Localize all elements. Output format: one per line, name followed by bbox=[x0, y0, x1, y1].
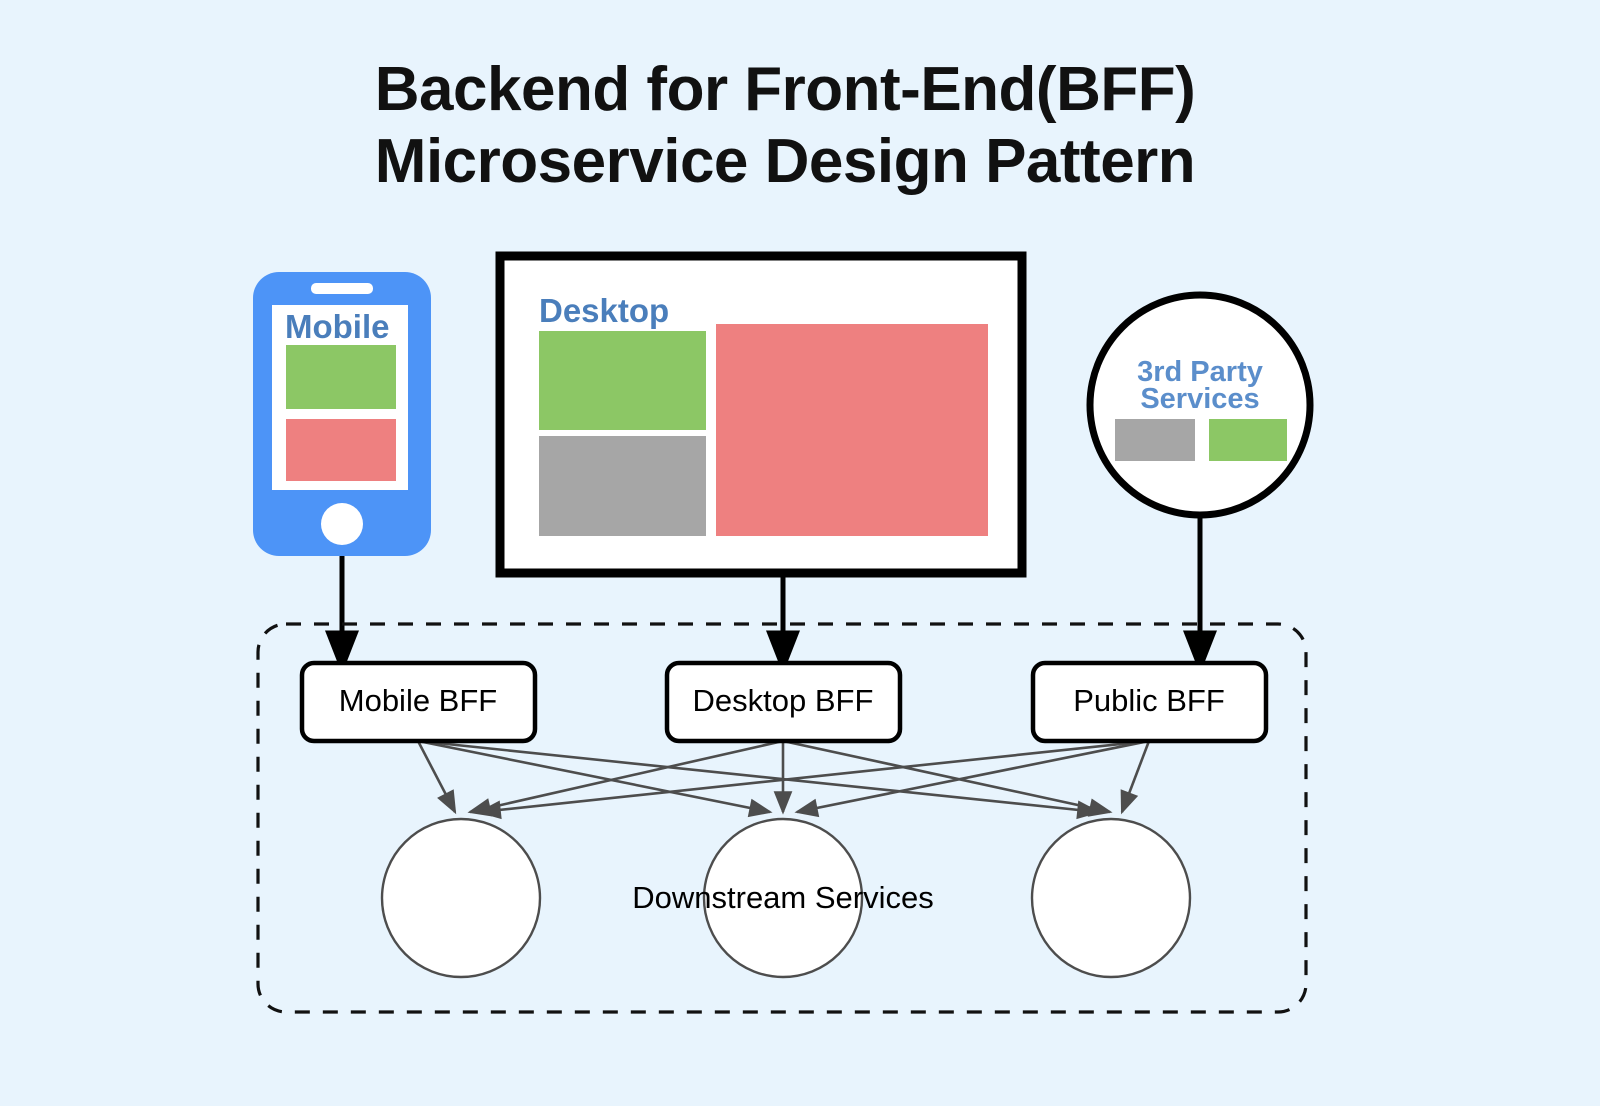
mobile-bff-label: Mobile BFF bbox=[339, 683, 497, 718]
link-public-bff-to-service-3 bbox=[1120, 740, 1151, 815]
phone-speaker-bar bbox=[311, 283, 373, 294]
link-public-bff-to-service-2 bbox=[794, 739, 1150, 818]
backend-boundary-container bbox=[256, 622, 1308, 1014]
bff-box-mobile[interactable]: Mobile BFF bbox=[299, 660, 538, 744]
third-party-circle[interactable]: 3rd Party Services bbox=[1086, 291, 1314, 519]
link-mobile-bff-to-service-1 bbox=[416, 740, 457, 815]
desktop-screen-label: Desktop bbox=[539, 292, 669, 329]
desktop-gray-block bbox=[539, 436, 706, 536]
mobile-bff-box[interactable] bbox=[299, 660, 538, 744]
client-to-bff-arrows bbox=[325, 515, 1217, 675]
link-mobile-bff-to-service-3 bbox=[417, 739, 1101, 820]
title-line-2: Microservice Design Pattern bbox=[375, 127, 1195, 196]
link-mobile-bff-to-service-2 bbox=[417, 739, 773, 818]
title-line-1: Backend for Front-End(BFF) bbox=[375, 55, 1196, 124]
mobile-red-block bbox=[286, 419, 396, 481]
bff-to-downstream-connections bbox=[416, 739, 1151, 820]
desktop-red-block bbox=[716, 324, 988, 536]
downstream-service-circle-2[interactable] bbox=[702, 817, 864, 979]
third-party-green-block bbox=[1209, 419, 1287, 461]
mobile-device[interactable]: Mobile bbox=[253, 272, 431, 556]
page-title: Backend for Front-End(BFF) Microservice … bbox=[375, 55, 1196, 196]
public-bff-label: Public BFF bbox=[1073, 683, 1225, 718]
link-public-bff-to-service-1 bbox=[477, 739, 1150, 820]
phone-home-button[interactable] bbox=[321, 503, 363, 545]
link-desktop-bff-to-service-1 bbox=[467, 739, 784, 817]
downstream-service-circle-1[interactable] bbox=[380, 817, 542, 979]
downstream-services-group: Downstream Services bbox=[380, 817, 1192, 979]
third-party-label-line-1: 3rd Party bbox=[1137, 356, 1263, 388]
desktop-bff-box[interactable] bbox=[664, 660, 903, 744]
link-desktop-bff-to-service-3 bbox=[782, 739, 1113, 817]
public-bff-box[interactable] bbox=[1030, 660, 1269, 744]
third-party-gray-block bbox=[1115, 419, 1195, 461]
downstream-service-circle-3[interactable] bbox=[1030, 817, 1192, 979]
third-party-label-line-2: Services bbox=[1140, 383, 1259, 415]
mobile-screen-label: Mobile bbox=[285, 308, 390, 345]
desktop-bff-label: Desktop BFF bbox=[693, 683, 874, 718]
bff-box-public[interactable]: Public BFF bbox=[1030, 660, 1269, 744]
downstream-services-label: Downstream Services bbox=[632, 880, 933, 915]
desktop-green-block bbox=[539, 331, 706, 430]
mobile-green-block bbox=[286, 345, 396, 409]
bff-box-desktop[interactable]: Desktop BFF bbox=[664, 660, 903, 744]
desktop-window[interactable]: Desktop bbox=[495, 251, 1027, 578]
